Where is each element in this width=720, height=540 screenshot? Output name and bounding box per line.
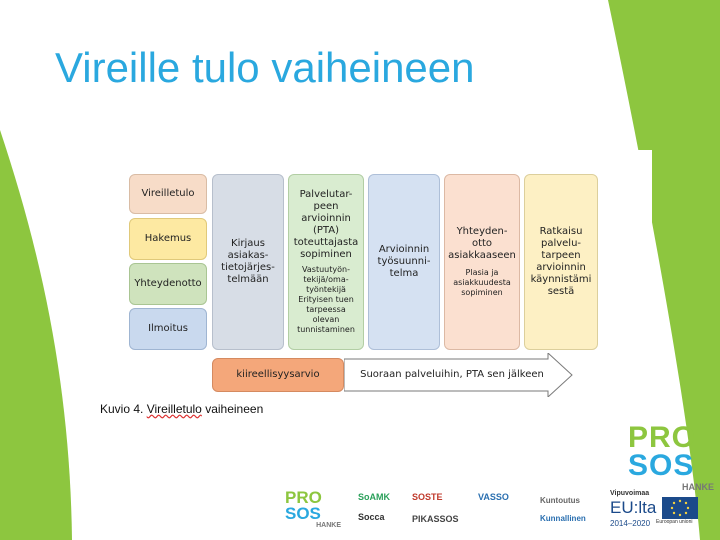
process-diagram: Vireilletulo Hakemus Yhteydenotto Ilmoit… xyxy=(72,150,652,432)
column-kirjaus: Kirjaus asiakas-tietojärjes-telmään xyxy=(212,174,284,350)
prosos-logo-large: PRO SOS HANKE xyxy=(628,421,714,493)
left-box-hakemus: Hakemus xyxy=(129,218,207,260)
slide-title: Vireille tulo vaiheineen xyxy=(55,44,475,91)
top-right-green-shape xyxy=(608,0,720,540)
arrow-shape xyxy=(344,353,573,397)
partner-logo-soamk: SoAMK xyxy=(358,492,390,502)
prosos-logo-small: PRO SOS HANKE xyxy=(285,488,341,529)
left-box-yhteydenotto: Yhteydenotto xyxy=(129,263,207,305)
partner-logo-vasso: VASSO xyxy=(478,492,509,502)
partner-logo-kuntoutus: Kuntoutus xyxy=(540,496,580,505)
figure-caption: Kuvio 4. Vireilletulo vaiheineen xyxy=(100,402,264,416)
eu-flag-icon xyxy=(662,497,699,519)
left-box-vireilletulo: Vireilletulo xyxy=(129,174,207,214)
column-ratkaisu: Ratkaisu palvelu-tarpeen arvioinnin käyn… xyxy=(524,174,598,350)
eu-logo: Vipuvoimaa EU:lta 2014–2020 Euroopan uni… xyxy=(610,490,714,528)
partner-logo-pikassos: PIKASSOS xyxy=(412,514,459,524)
column-yhteydenotto: Yhteyden-otto asiakkaaseen Plasia ja asi… xyxy=(444,174,520,350)
partner-logo-kunnallinen: Kunnallinen xyxy=(540,514,586,523)
partner-logo-soste: SOSTE xyxy=(412,492,443,502)
arrow-text: Suoraan palveluihin, PTA sen jälkeen xyxy=(360,369,544,380)
left-box-ilmoitus: Ilmoitus xyxy=(129,308,207,350)
column-pta: Palvelutar-peen arvioinnin (PTA) toteutt… xyxy=(288,174,364,350)
column-tyosuunnitelma: Arvioinnin työsuunni-telma xyxy=(368,174,440,350)
partner-logo-socca: Socca xyxy=(358,512,385,522)
left-green-shape xyxy=(0,130,72,540)
urgency-box: kiireellisyysarvio xyxy=(212,358,344,392)
